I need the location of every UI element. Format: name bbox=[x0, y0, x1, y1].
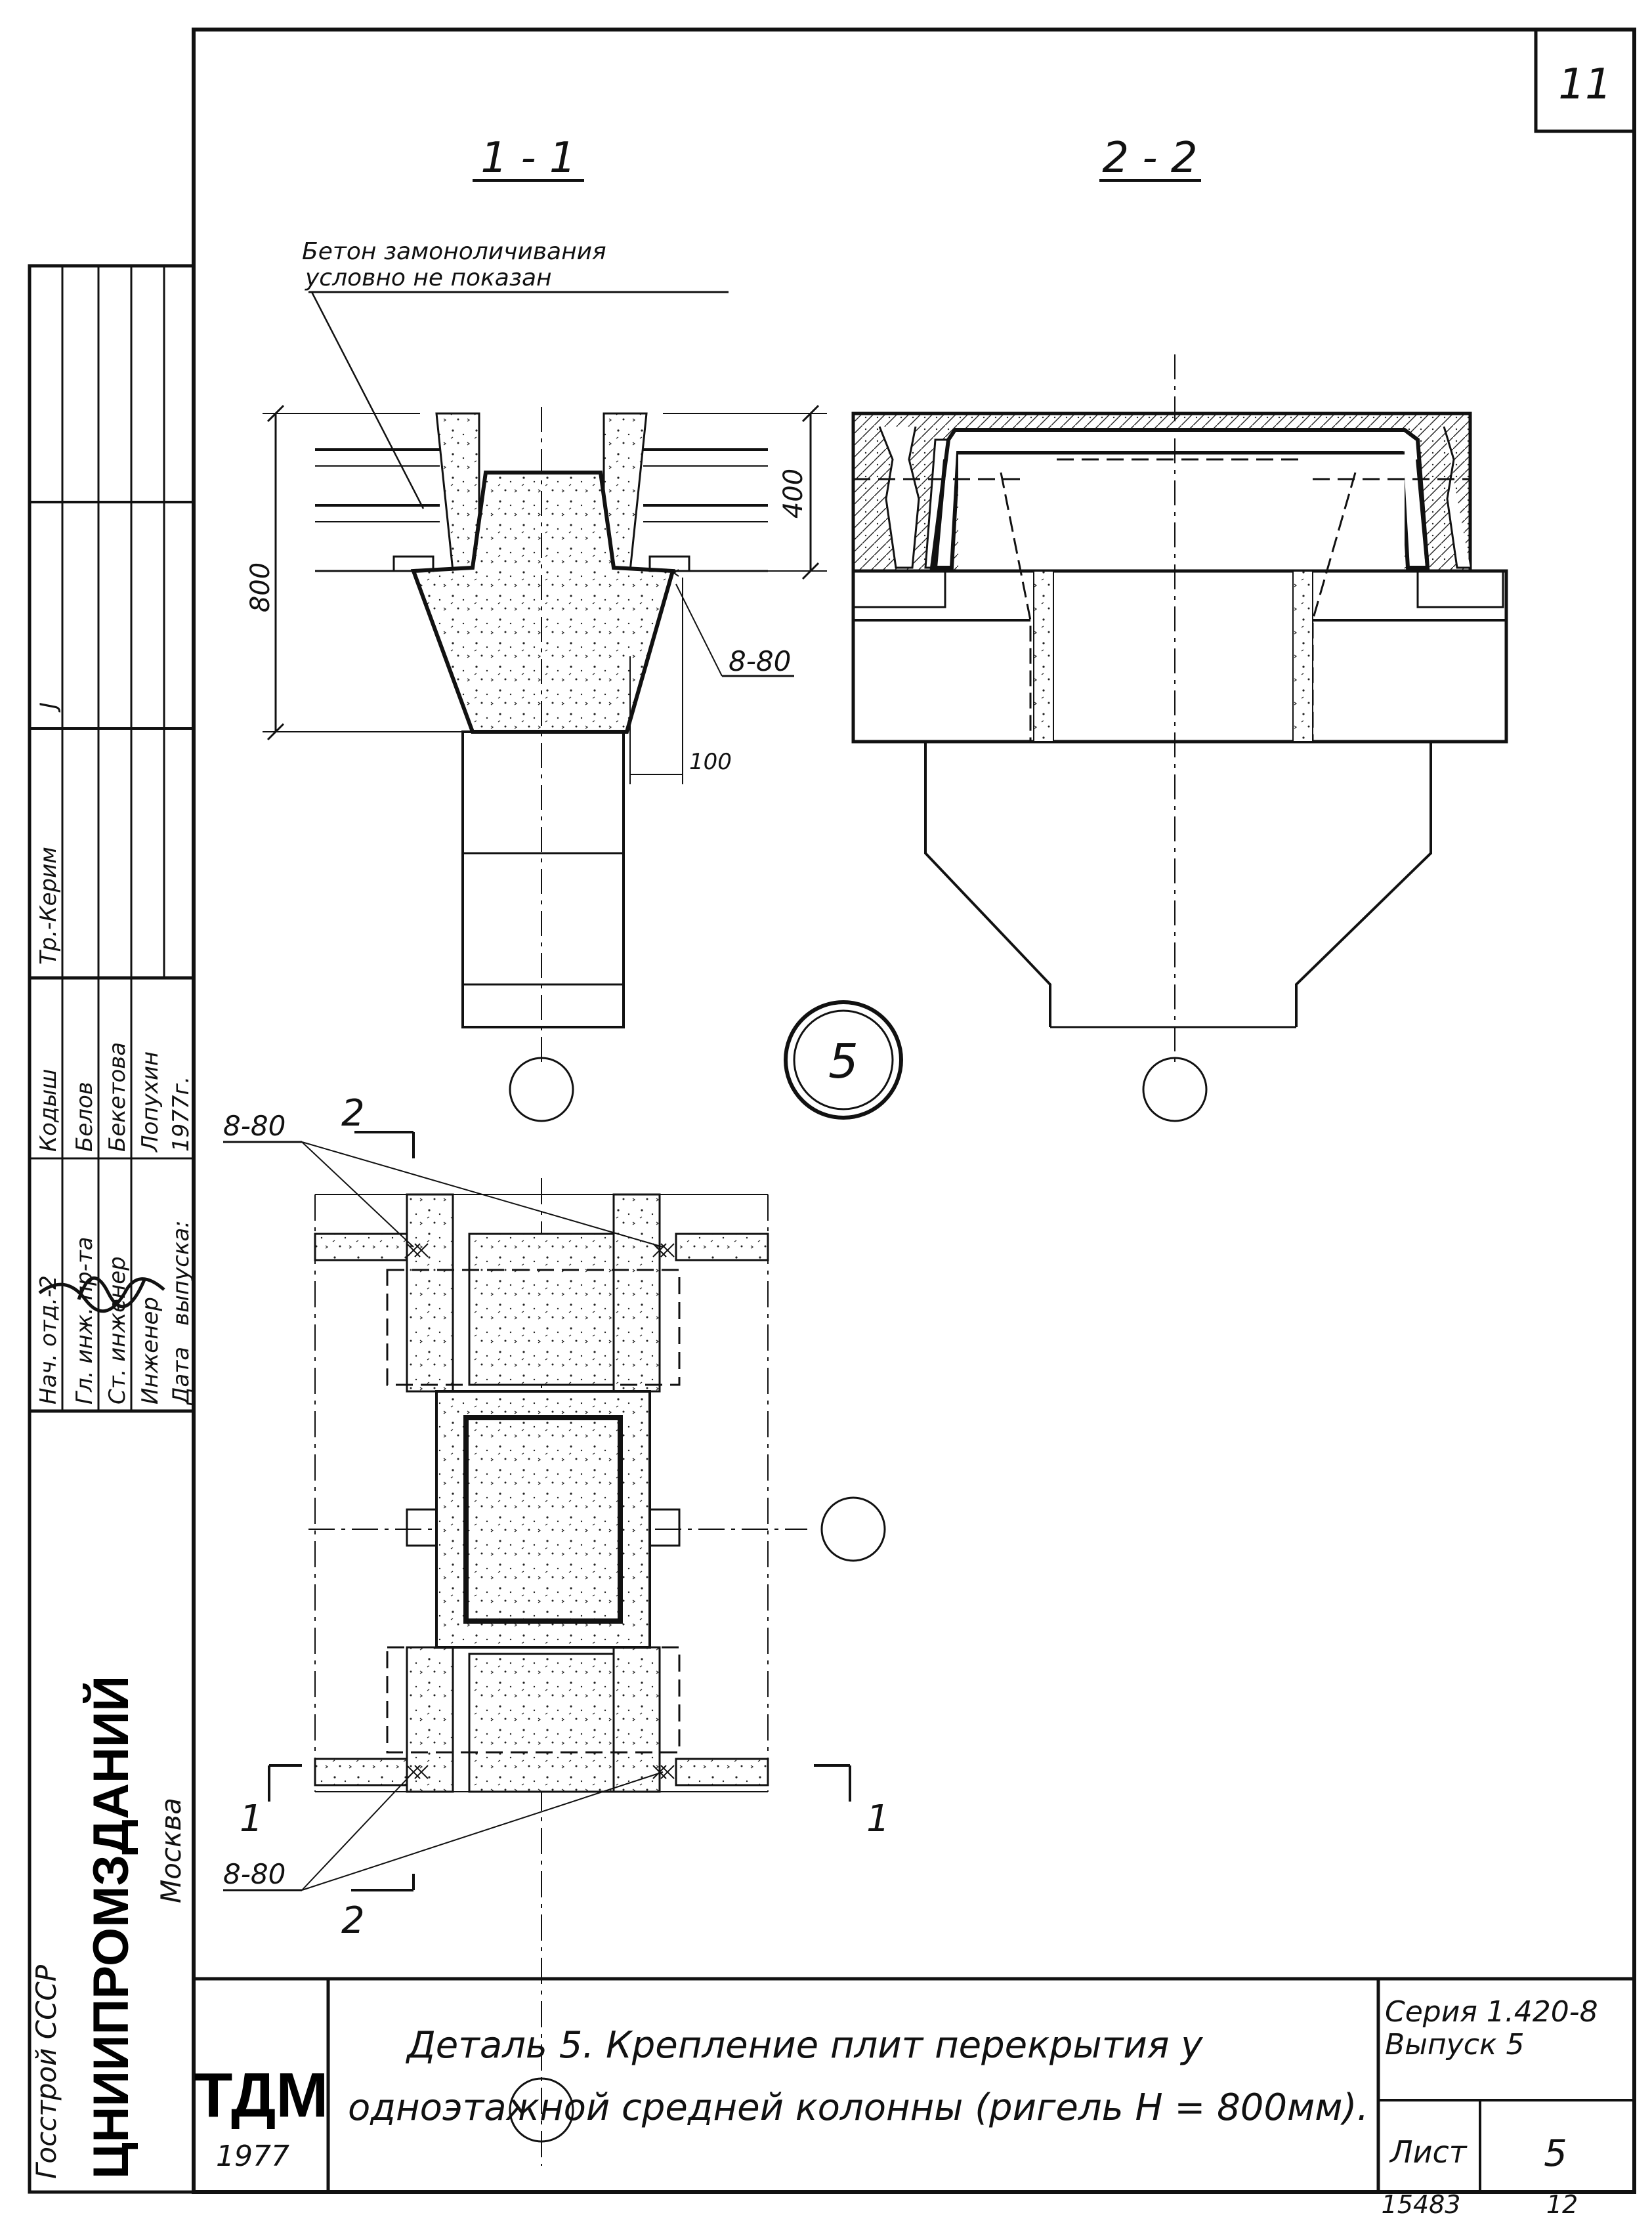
left-strip: Госстрой СССР ЦНИИПРОМЗДАНИЙ Москва Нач.… bbox=[30, 702, 194, 2179]
top-row-2: J bbox=[35, 702, 62, 713]
name-5: 1977г. bbox=[168, 1076, 194, 1152]
date-label: выпуска: bbox=[168, 1220, 194, 1326]
name-2: Белов bbox=[72, 1082, 98, 1152]
cut-label-2-top: 2 bbox=[341, 1092, 365, 1135]
detail-number: 5 bbox=[828, 1034, 858, 1089]
plan-view bbox=[223, 1131, 886, 2166]
role-5: Дата bbox=[168, 1347, 194, 1406]
page-number: 12 bbox=[1546, 2190, 1578, 2217]
signatures bbox=[38, 1277, 165, 1313]
dimension-400: 400 bbox=[778, 469, 809, 518]
cut-label-1-left: 1 bbox=[240, 1798, 263, 1840]
name-1: Кодыш bbox=[35, 1069, 62, 1152]
logo-tdm: ТДМ bbox=[194, 2060, 329, 2130]
role-4: Инженер bbox=[137, 1297, 163, 1404]
series-line-1: Серия 1.420-8 bbox=[1385, 1995, 1598, 2029]
series-line-2: Выпуск 5 bbox=[1385, 2028, 1524, 2061]
sheet-label: Лист bbox=[1389, 2134, 1468, 2170]
section-title-1-1: 1 - 1 bbox=[480, 134, 576, 182]
frame bbox=[28, 28, 1636, 2194]
note-line-2: условно не показан bbox=[305, 264, 552, 291]
weld-label-plan-bottom: 8-80 bbox=[223, 1858, 286, 1890]
doc-number: 15483 bbox=[1382, 2190, 1461, 2217]
role-3: Ст. инженер bbox=[104, 1256, 131, 1404]
section-title-2-2: 2 - 2 bbox=[1102, 134, 1197, 182]
org-gosstroy: Госстрой СССР bbox=[30, 1964, 62, 2179]
title-line-1: Деталь 5. Крепление плит перекрытия у bbox=[405, 2024, 1203, 2067]
org-city: Москва bbox=[155, 1798, 187, 1903]
sheet-value: 5 bbox=[1544, 2132, 1567, 2175]
weld-label-section: 8-80 bbox=[729, 645, 791, 677]
section-2-2 bbox=[851, 179, 1508, 1122]
top-row-1: Тр.-Керим bbox=[35, 847, 62, 965]
title-line-2: одноэтажной средней колонны (ригель Н = … bbox=[348, 2086, 1368, 2129]
sheet-number: 11 bbox=[1558, 60, 1611, 109]
cut-label-1-right: 1 bbox=[866, 1798, 890, 1840]
section-1-1 bbox=[263, 179, 827, 1122]
dimension-100: 100 bbox=[689, 749, 732, 775]
role-2: Гл. инж. пр-та bbox=[72, 1236, 98, 1404]
detail-marker bbox=[784, 1000, 903, 1120]
org-tsniipromzdaniy: ЦНИИПРОМЗДАНИЙ bbox=[83, 1676, 139, 2179]
role-1: Нач. отд.-2 bbox=[35, 1275, 62, 1404]
name-3: Бекетова bbox=[104, 1042, 131, 1152]
dimension-800: 800 bbox=[245, 562, 276, 612]
logo-year: 1977 bbox=[216, 2140, 289, 2173]
cut-label-2-bottom: 2 bbox=[341, 1899, 365, 1942]
weld-label-plan-top: 8-80 bbox=[223, 1110, 286, 1142]
note-line-1: Бетон замоноличивания bbox=[302, 238, 606, 265]
name-4: Лопухин bbox=[137, 1051, 163, 1153]
